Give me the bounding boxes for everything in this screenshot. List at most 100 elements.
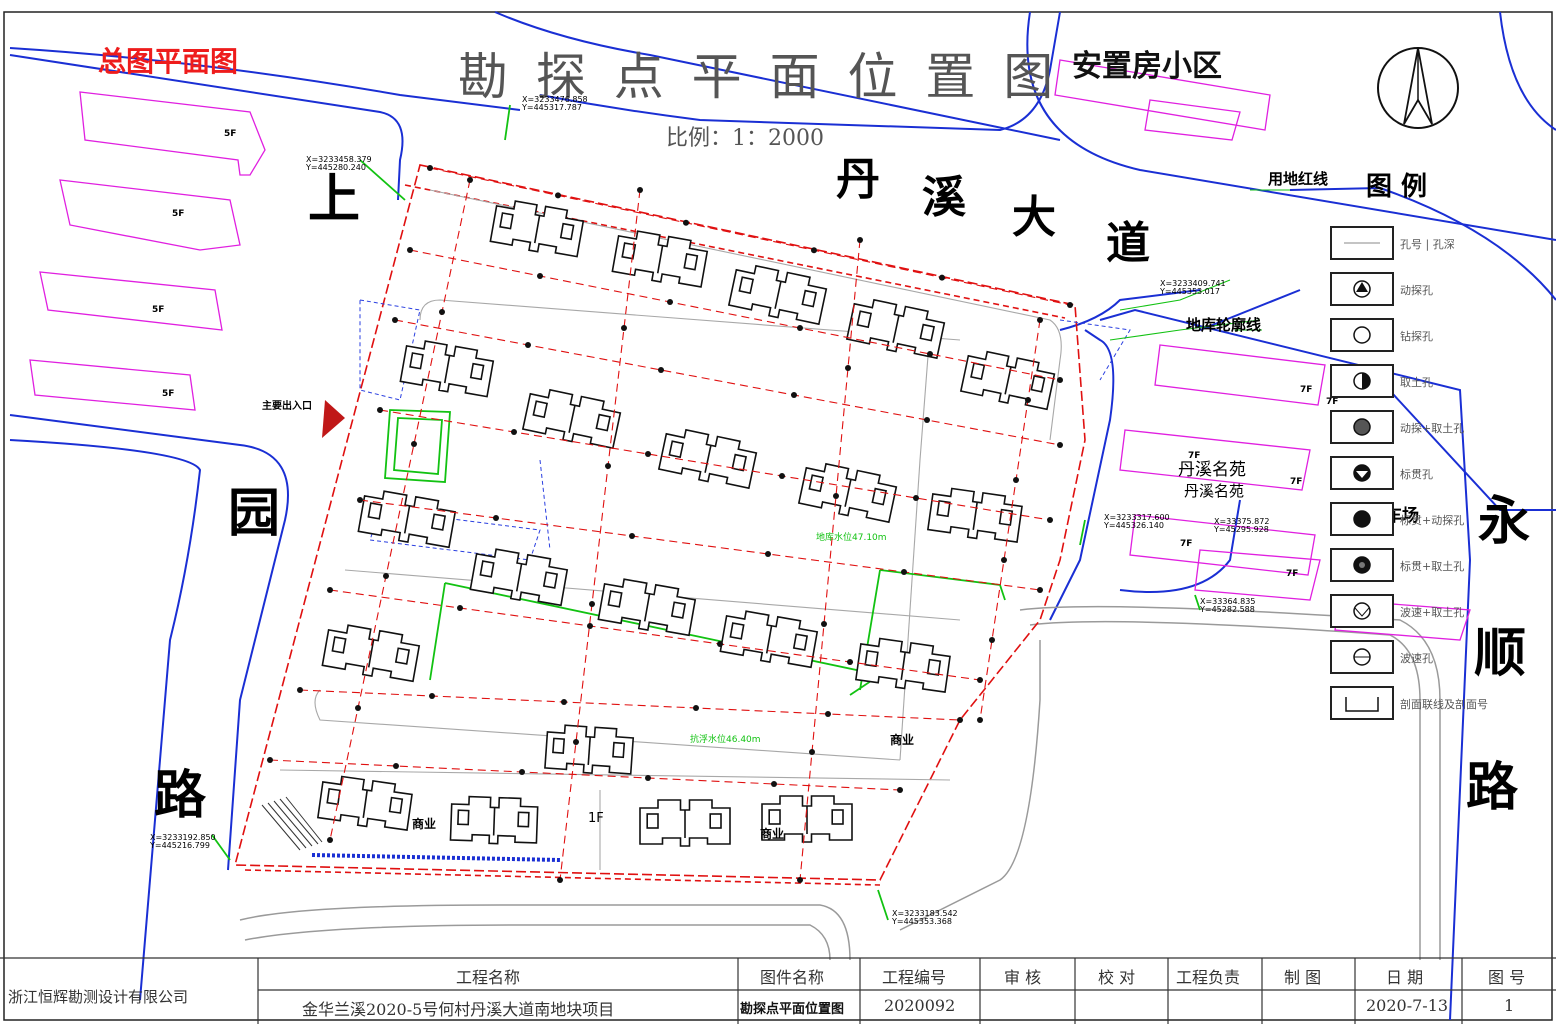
residential-building xyxy=(489,200,585,258)
header-check: 校 对 xyxy=(1098,968,1136,987)
borehole-point xyxy=(765,551,771,557)
main-entrance-label: 主要出入口 xyxy=(262,401,312,412)
floor-tag: 7F xyxy=(1286,569,1299,579)
legend-item-label: 剖面联线及剖面号 xyxy=(1400,698,1488,711)
borehole-point xyxy=(393,763,399,769)
floor-tag: 5F xyxy=(224,129,237,139)
floor-tag: 5F xyxy=(162,389,175,399)
legend-item-label: 孔号 | 孔深 xyxy=(1400,238,1455,251)
borehole-point xyxy=(267,757,273,763)
borehole-point xyxy=(355,705,361,711)
borehole-point xyxy=(1067,302,1073,308)
road-name-shangyuan-3: 路 xyxy=(154,766,207,826)
borehole-point xyxy=(589,601,595,607)
borehole-point xyxy=(939,274,945,281)
commercial-label-1: 商业 xyxy=(412,817,437,831)
north-arrow-icon xyxy=(1377,47,1459,129)
borehole-point xyxy=(429,693,435,699)
legend-item-label: 波速孔 xyxy=(1400,652,1433,665)
legend-item-label: 标贯孔 xyxy=(1400,468,1433,481)
borehole-point xyxy=(519,769,525,775)
borehole-point xyxy=(1047,517,1053,523)
residential-building xyxy=(521,388,622,450)
borehole-point xyxy=(573,739,579,745)
borehole-point xyxy=(797,325,803,331)
borehole-point xyxy=(913,495,919,501)
borehole-point xyxy=(693,705,699,711)
borehole-point xyxy=(809,749,815,755)
residential-building xyxy=(469,548,569,607)
spt-sampling-icon xyxy=(1330,548,1394,582)
borehole-point xyxy=(537,273,543,279)
floor-tag: 7F xyxy=(1300,385,1313,395)
borehole-point xyxy=(683,219,689,226)
borehole-point xyxy=(1001,557,1007,563)
residential-building xyxy=(449,795,539,845)
borehole-point xyxy=(821,621,827,627)
borehole-point xyxy=(989,637,995,643)
value-project-name: 金华兰溪2020-5号何村丹溪大道南地块项目 xyxy=(302,1000,615,1019)
drilling-hole-icon xyxy=(1330,318,1394,352)
soil-sampling-icon xyxy=(1330,364,1394,398)
entrance-arrow-icon xyxy=(322,400,345,438)
borehole-point xyxy=(383,573,389,579)
value-project-no: 2020092 xyxy=(884,996,956,1015)
borehole-point xyxy=(957,717,963,723)
neighbor-buildings xyxy=(29,59,1471,641)
residential-building xyxy=(639,799,731,847)
south-roads xyxy=(239,605,1441,961)
commercial-label-2: 商业 xyxy=(760,827,785,841)
borehole-point xyxy=(927,351,933,357)
header-date: 日 期 xyxy=(1386,968,1424,987)
borehole-point xyxy=(297,687,303,693)
legend-item-label: 标贯+动探孔 xyxy=(1400,514,1465,527)
coordinate-label: X=3233192.850 Y=445216.799 xyxy=(150,833,216,851)
dynamic-sampling-icon xyxy=(1330,410,1394,444)
borehole-point xyxy=(427,165,433,171)
road-name-yongshun-1: 永 xyxy=(1478,492,1531,552)
road-name-shangyuan-2: 园 xyxy=(228,484,281,544)
residential-building xyxy=(719,610,819,669)
spt-dynamic-icon xyxy=(1330,502,1394,536)
legend-item-label: 动探+取土孔 xyxy=(1400,422,1465,435)
road-name-yongshun-2: 顺 xyxy=(1474,624,1527,684)
value-date: 2020-7-13 xyxy=(1366,996,1449,1015)
dynamic-probe-icon xyxy=(1330,272,1394,306)
borehole-point xyxy=(511,429,517,435)
header-drawing-name: 图件名称 xyxy=(760,968,825,987)
residential-building xyxy=(399,340,495,398)
value-sheet-no: 1 xyxy=(1504,996,1515,1015)
borehole-point xyxy=(833,493,839,499)
borehole-point xyxy=(1037,587,1043,593)
borehole-point xyxy=(825,711,831,717)
borehole-point xyxy=(439,309,445,315)
wave-velocity-sampling-icon xyxy=(1330,594,1394,628)
residential-building xyxy=(845,298,946,360)
coordinate-label: X=3233476.858 Y=445317.787 xyxy=(522,95,588,113)
neighbor-name-2: 丹溪名苑 xyxy=(1184,482,1245,500)
coordinate-label: X=3233183.542 Y=445353.368 xyxy=(892,909,958,927)
wave-velocity-icon xyxy=(1330,640,1394,674)
borehole-point xyxy=(1037,317,1043,323)
borehole-point xyxy=(791,392,797,398)
borehole-point xyxy=(658,367,664,373)
borehole-point xyxy=(901,569,907,575)
community-label: 安置房小区 xyxy=(1072,49,1222,84)
road-name-danxi-1: 丹 xyxy=(836,154,880,205)
borehole-point xyxy=(645,451,651,457)
residential-building xyxy=(797,462,898,524)
residential-building xyxy=(657,428,758,490)
borehole-point xyxy=(411,441,417,447)
floor-tag: 7F xyxy=(1326,397,1339,407)
borehole-point xyxy=(977,677,983,683)
residential-building xyxy=(544,724,635,775)
red-line-label: 用地红线 xyxy=(1268,170,1329,188)
borehole-point xyxy=(605,463,611,469)
residential-building xyxy=(761,795,853,843)
floor-tag: 7F xyxy=(1180,539,1193,549)
borehole-point xyxy=(377,407,383,413)
page-title: 勘 探 点 平 面 位 置 图 xyxy=(458,48,1060,106)
borehole-point xyxy=(1057,377,1063,383)
water-level-label-2: 抗浮水位46.40m xyxy=(690,735,761,745)
